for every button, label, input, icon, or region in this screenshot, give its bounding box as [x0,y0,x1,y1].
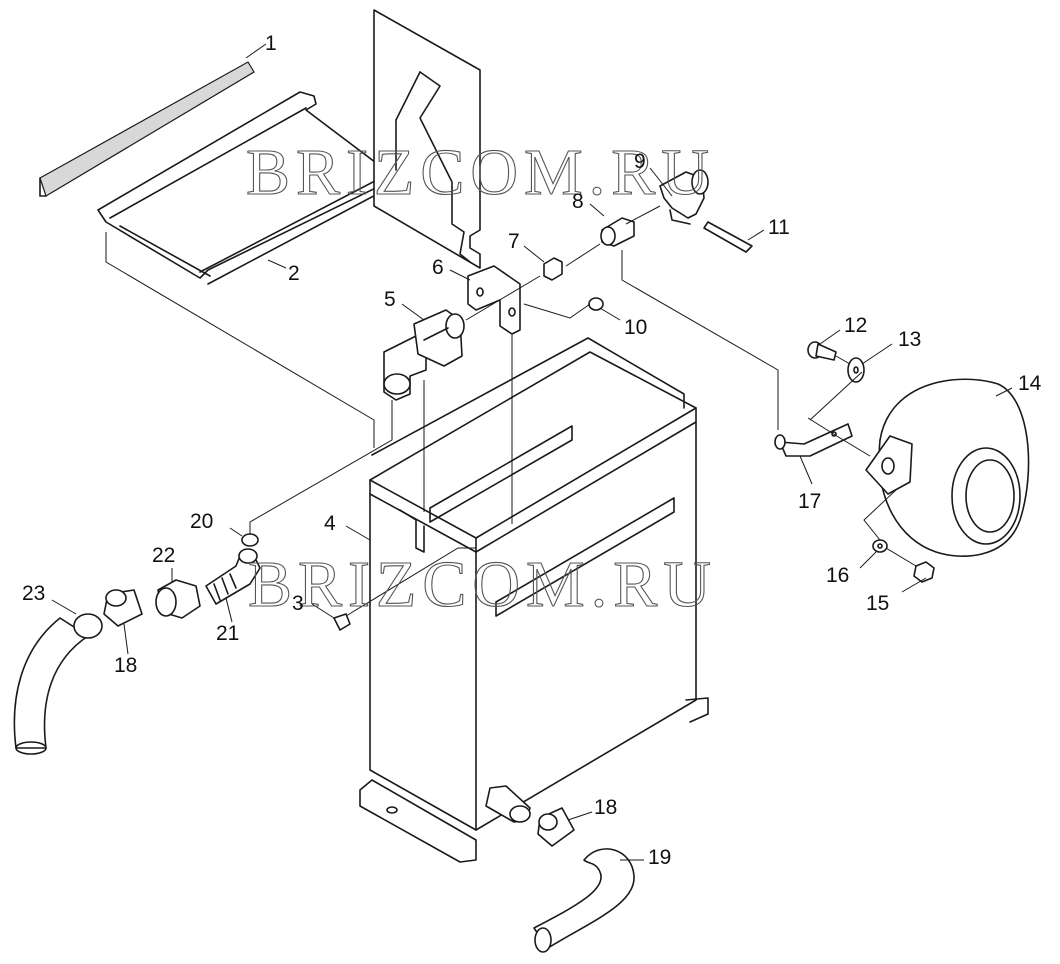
callout-13: 13 [898,328,921,351]
callout-11: 11 [768,216,790,239]
part-3-screw [333,613,351,631]
callout-17: 17 [798,490,821,513]
callout-5: 5 [384,288,396,311]
callout-14: 14 [1018,372,1042,395]
part-11-split-pin [703,221,753,253]
callout-6: 6 [432,256,444,279]
callout-9: 9 [634,150,646,173]
watermark-bottom: BRIZCOM.RU [248,548,717,621]
part-21-elbow-connector [205,548,261,605]
part-22-union-nut [155,579,201,619]
part-9-hinge-clamp [659,169,709,225]
part-7-nut [543,257,563,281]
callouts: 1 2 3 4 5 6 7 8 9 10 11 12 13 14 15 16 1… [22,32,1042,869]
part-15-nut [913,561,935,583]
part-17-float-arm [774,423,853,457]
callout-3: 3 [292,592,304,615]
callout-10: 10 [624,316,647,339]
tank-outlet-pipe [485,785,531,823]
part-18-hose-clamp-left [103,589,143,627]
callout-16: 16 [826,564,849,587]
part-19-hose [533,848,635,953]
part-5-float-valve [383,309,465,401]
part-20-o-ring [241,533,259,547]
callout-18-bottom: 18 [594,796,617,819]
watermarks: BRIZCOM.RU BRIZCOM.RU [245,135,717,621]
watermark-top: BRIZCOM.RU [246,136,715,209]
callout-19: 19 [648,846,671,869]
callout-8: 8 [572,190,584,213]
callout-18-left: 18 [114,654,137,677]
callout-4: 4 [324,512,336,535]
callout-23: 23 [22,582,45,605]
callout-12: 12 [844,314,867,337]
part-14-float [865,378,1030,557]
part-10-nut [588,297,604,311]
part-4-tank [359,337,709,863]
back-mounting-plate [373,9,481,269]
assembly-lines [105,205,917,617]
part-13-washer [847,357,865,383]
part-16-washer [872,539,888,553]
callout-15: 15 [866,592,889,615]
callout-21: 21 [216,622,239,645]
part-23-hose [13,613,103,755]
part-8-sleeve [600,217,635,247]
part-1-sealing-strip [39,61,255,197]
callout-2: 2 [288,262,300,285]
part-6-bracket [467,265,521,335]
callout-20: 20 [190,510,213,533]
callout-1: 1 [265,32,277,55]
part-18-hose-clamp-bottom [537,807,575,847]
callout-22: 22 [152,544,175,567]
leader-lines [51,43,1013,861]
callout-7: 7 [508,230,520,253]
part-12-bolt [807,341,837,361]
